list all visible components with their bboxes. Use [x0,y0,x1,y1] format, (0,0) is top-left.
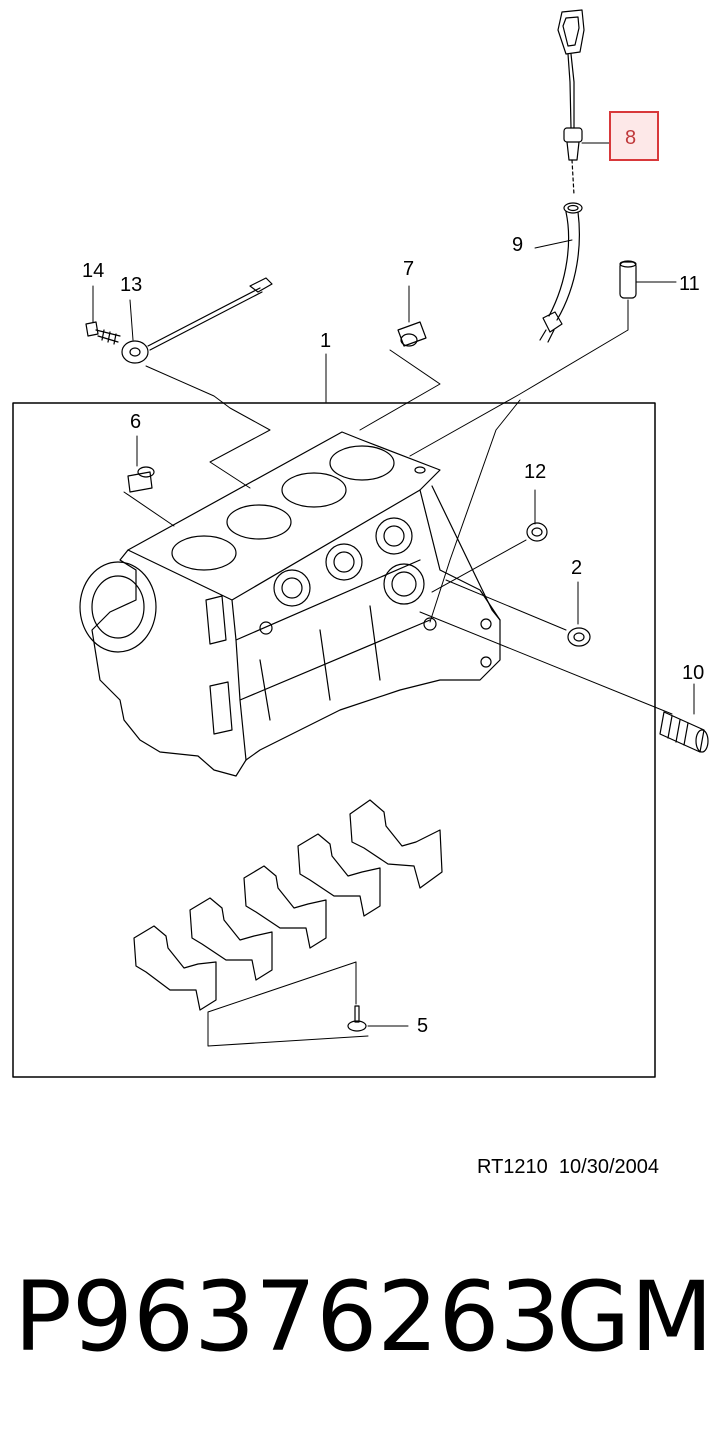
knock-sensor-bolt [85,321,121,345]
callout-2[interactable]: 2 [571,557,583,579]
cylinder-block [79,431,501,777]
callout-13[interactable]: 13 [120,274,143,296]
part-12-plug [526,522,548,542]
callout-12[interactable]: 12 [524,461,547,483]
callout-10[interactable]: 10 [682,662,705,684]
callout-8[interactable]: 8 [625,127,637,149]
leader-lines [92,142,695,1047]
assembly-frame [12,402,656,1078]
main-bearing-caps [133,799,443,1011]
brand-name: GM [556,1261,714,1373]
callout-6[interactable]: 6 [130,411,142,433]
oil-dipstick [557,9,585,196]
part-2-seal [567,627,591,647]
part-6-plug [127,466,155,493]
drawing-reference: RT1210 10/30/2004 [477,1156,660,1178]
callout-14[interactable]: 14 [82,260,105,282]
part-8-highlight-box[interactable] [609,111,659,161]
part-7-plug [397,321,427,347]
part-number: P96376263 [14,1261,561,1373]
knock-sensor [121,277,273,364]
callout-5[interactable]: 5 [417,1015,429,1037]
callout-1[interactable]: 1 [320,330,332,352]
part-10-sleeve [659,711,709,753]
main-bearing-bolt [347,1005,367,1032]
part-11-sleeve [619,260,637,299]
callout-9[interactable]: 9 [512,234,524,256]
callout-7[interactable]: 7 [403,258,415,280]
engine-block-exploded-diagram [12,9,709,1078]
oil-dipstick-tube [539,202,583,343]
callout-11[interactable]: 11 [679,273,700,295]
